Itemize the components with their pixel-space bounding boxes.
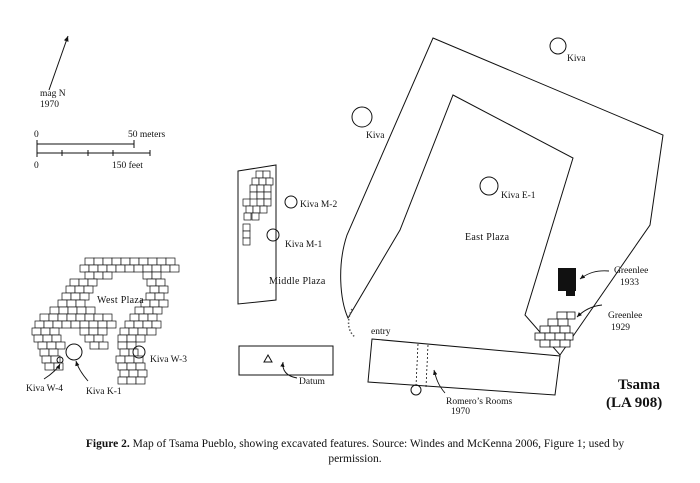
label-middle-plaza: Middle Plaza — [269, 276, 326, 287]
scale-feet-zero: 0 — [34, 161, 39, 171]
label-greenlee-1929-year: 1929 — [611, 323, 630, 333]
entry-gap — [347, 308, 356, 338]
label-kiva-nw: Kiva — [366, 131, 385, 141]
label-west-plaza: West Plaza — [97, 295, 144, 306]
scale-bar: 0 50 meters 0 150 feet — [34, 130, 166, 171]
label-kiva-ne: Kiva — [567, 54, 586, 64]
datum-box — [238, 345, 334, 376]
figure-caption: Figure 2. Map of Tsama Pueblo, showing e… — [60, 437, 650, 467]
kiva-e1-circle — [479, 176, 499, 196]
greenlee-1929-rooms — [534, 311, 576, 348]
kiva-w4-circle — [56, 356, 64, 364]
label-romero-line1: Romero’s Rooms — [446, 397, 513, 407]
north-label: mag N — [40, 89, 66, 99]
kiva-m2-circle — [284, 195, 298, 209]
label-kiva-w3: Kiva W-3 — [150, 355, 187, 365]
north-arrow: mag N 1970 — [40, 35, 69, 110]
kiva-k1-circle — [65, 343, 83, 361]
label-kiva-w4: Kiva W-4 — [26, 384, 63, 394]
middle-roomblock — [237, 164, 277, 305]
label-greenlee-1929-name: Greenlee — [608, 311, 642, 321]
label-datum: Datum — [299, 377, 325, 387]
site-title-number: (LA 908) — [606, 395, 662, 411]
south-roomblock — [367, 338, 561, 396]
kiva-m1-circle — [266, 228, 280, 242]
leader-lines — [43, 270, 610, 394]
label-east-plaza: East Plaza — [465, 232, 510, 243]
kiva-ne-circle — [549, 37, 567, 55]
datum-triangle-icon — [263, 353, 273, 363]
scale-feet-label: 150 feet — [112, 160, 143, 171]
label-kiva-m1: Kiva M-1 — [285, 240, 322, 250]
label-kiva-e1: Kiva E-1 — [501, 191, 536, 201]
label-entry: entry — [371, 327, 391, 337]
scale-meters-zero: 0 — [34, 130, 39, 140]
kivas — [56, 37, 567, 396]
west-roomblock — [31, 257, 180, 385]
scale-meters-label: 50 meters — [128, 130, 166, 140]
label-kiva-k1: Kiva K-1 — [86, 387, 122, 397]
label-greenlee-1933-year: 1933 — [620, 278, 639, 288]
caption-figure-number: Figure 2. — [85, 438, 130, 450]
caption-text: Map of Tsama Pueblo, showing excavated f… — [129, 438, 625, 465]
kiva-south-circle — [410, 384, 422, 396]
label-greenlee-1933-name: Greenlee — [614, 266, 648, 276]
east-roomblock — [340, 37, 664, 356]
site-title-name: Tsama — [618, 377, 660, 393]
kiva-w3-circle — [132, 345, 146, 359]
kiva-nw-circle — [351, 106, 373, 128]
label-kiva-m2: Kiva M-2 — [300, 200, 337, 210]
label-romero-line2: 1970 — [451, 407, 470, 417]
north-year: 1970 — [40, 100, 59, 110]
